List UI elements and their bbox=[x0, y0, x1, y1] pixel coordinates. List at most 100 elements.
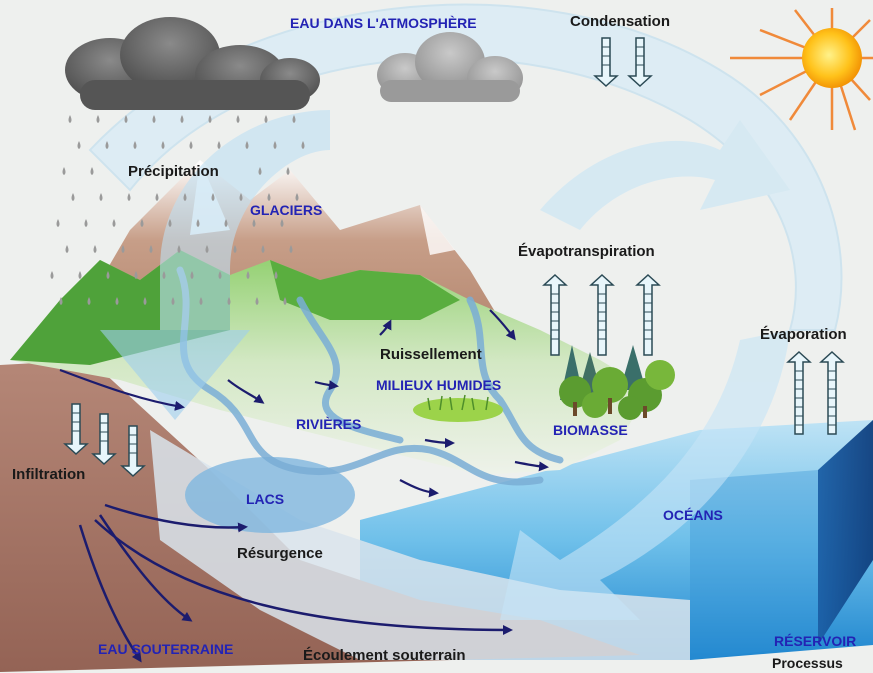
biomass-label: BIOMASSE bbox=[553, 422, 628, 438]
raindrop-icon bbox=[190, 271, 194, 279]
glaciers-label: GLACIERS bbox=[250, 202, 323, 218]
raindrop-icon bbox=[152, 115, 156, 123]
raindrop-icon bbox=[121, 245, 125, 253]
raindrop-icon bbox=[211, 193, 215, 201]
raindrop-icon bbox=[199, 297, 203, 305]
evaporation-arrow-icon bbox=[819, 350, 845, 435]
raindrop-icon bbox=[56, 219, 60, 227]
runoff-arrows bbox=[59, 309, 549, 498]
light-cloud bbox=[377, 32, 523, 102]
raindrop-icon bbox=[105, 141, 109, 149]
raindrop-icon bbox=[267, 193, 271, 201]
infiltration-label: Infiltration bbox=[12, 466, 86, 483]
groundwater-flow-label: Écoulement souterrain bbox=[303, 647, 466, 664]
raindrop-icon bbox=[183, 193, 187, 201]
raindrop-icon bbox=[239, 193, 243, 201]
raindrop-icon bbox=[208, 115, 212, 123]
raindrop-icon bbox=[127, 193, 131, 201]
raindrop-icon bbox=[283, 297, 287, 305]
runoff-label: Ruissellement bbox=[380, 346, 482, 363]
raindrop-icon bbox=[90, 167, 94, 175]
raindrop-icon bbox=[246, 271, 250, 279]
raindrop-icon bbox=[124, 115, 128, 123]
raindrop-icon bbox=[171, 297, 175, 305]
infiltration-arrow-icon bbox=[120, 425, 146, 478]
raindrop-icon bbox=[71, 193, 75, 201]
raindrop-icon bbox=[112, 219, 116, 227]
raindrop-icon bbox=[273, 141, 277, 149]
raindrop-icon bbox=[205, 245, 209, 253]
condensation-arrow-icon bbox=[593, 37, 619, 88]
wetlands-label: MILIEUX HUMIDES bbox=[376, 377, 502, 393]
raindrop-icon bbox=[245, 141, 249, 149]
condensation-label: Condensation bbox=[570, 13, 670, 30]
raindrop-icon bbox=[133, 141, 137, 149]
atmosphere-label: EAU DANS L'ATMOSPHÈRE bbox=[290, 15, 477, 31]
raindrop-icon bbox=[177, 245, 181, 253]
raindrop-icon bbox=[180, 115, 184, 123]
groundwater-arrows bbox=[78, 503, 513, 663]
raindrop-icon bbox=[233, 245, 237, 253]
evaporation-arrow-icon bbox=[786, 350, 812, 435]
raindrop-icon bbox=[59, 297, 63, 305]
raindrop-icon bbox=[261, 245, 265, 253]
lake bbox=[185, 457, 355, 533]
raindrop-icon bbox=[274, 271, 278, 279]
raindrop-icon bbox=[168, 219, 172, 227]
sun bbox=[730, 8, 873, 131]
raindrop-icon bbox=[149, 245, 153, 253]
raindrop-icon bbox=[252, 219, 256, 227]
raindrop-icon bbox=[50, 271, 54, 279]
raindrop-icon bbox=[196, 219, 200, 227]
precipitation-label: Précipitation bbox=[128, 163, 219, 180]
raindrop-icon bbox=[236, 115, 240, 123]
condensation-arrow-icon bbox=[627, 37, 653, 88]
raindrop-icon bbox=[93, 245, 97, 253]
raindrop-icon bbox=[162, 271, 166, 279]
resurgence-label: Résurgence bbox=[237, 545, 323, 562]
evapotranspiration-arrow-icon bbox=[589, 273, 615, 356]
raindrop-icon bbox=[258, 167, 262, 175]
lakes-label: LACS bbox=[246, 491, 285, 507]
legend-reservoir: RÉSERVOIR bbox=[774, 633, 857, 649]
raindrop-icon bbox=[280, 219, 284, 227]
evapotranspiration-label: Évapotranspiration bbox=[518, 243, 655, 260]
raindrop-icon bbox=[78, 271, 82, 279]
raindrop-icon bbox=[286, 167, 290, 175]
raindrops bbox=[50, 115, 305, 305]
raindrop-icon bbox=[87, 297, 91, 305]
raindrop-icon bbox=[84, 219, 88, 227]
wetland-patch bbox=[413, 394, 503, 422]
raindrop-icon bbox=[292, 115, 296, 123]
raindrop-icon bbox=[62, 167, 66, 175]
groundwater-label: EAU SOUTERRAINE bbox=[98, 641, 234, 657]
raindrop-icon bbox=[106, 271, 110, 279]
raindrop-icon bbox=[295, 193, 299, 201]
infiltration-arrow-icon bbox=[91, 413, 117, 466]
raindrop-icon bbox=[227, 297, 231, 305]
evaporation-label: Évaporation bbox=[760, 326, 847, 343]
infiltration-arrow-icon bbox=[63, 403, 89, 456]
evapotranspiration-arrow-icon bbox=[542, 273, 568, 356]
raindrop-icon bbox=[301, 141, 305, 149]
rivers-label: RIVIÈRES bbox=[296, 416, 362, 432]
raindrop-icon bbox=[140, 219, 144, 227]
oceans-label: OCÉANS bbox=[663, 507, 723, 523]
raindrop-icon bbox=[264, 115, 268, 123]
raindrop-icon bbox=[65, 245, 69, 253]
legend-process: Processus bbox=[772, 655, 843, 671]
raindrop-icon bbox=[218, 271, 222, 279]
raindrop-icon bbox=[161, 141, 165, 149]
raindrop-icon bbox=[189, 141, 193, 149]
trees bbox=[559, 345, 675, 420]
process-arrows bbox=[63, 37, 845, 478]
raindrop-icon bbox=[115, 297, 119, 305]
raindrop-icon bbox=[99, 193, 103, 201]
rain-cloud bbox=[65, 17, 320, 110]
raindrop-icon bbox=[68, 115, 72, 123]
raindrop-icon bbox=[217, 141, 221, 149]
raindrop-icon bbox=[289, 245, 293, 253]
evapotranspiration-arrow-icon bbox=[635, 273, 661, 356]
raindrop-icon bbox=[134, 271, 138, 279]
